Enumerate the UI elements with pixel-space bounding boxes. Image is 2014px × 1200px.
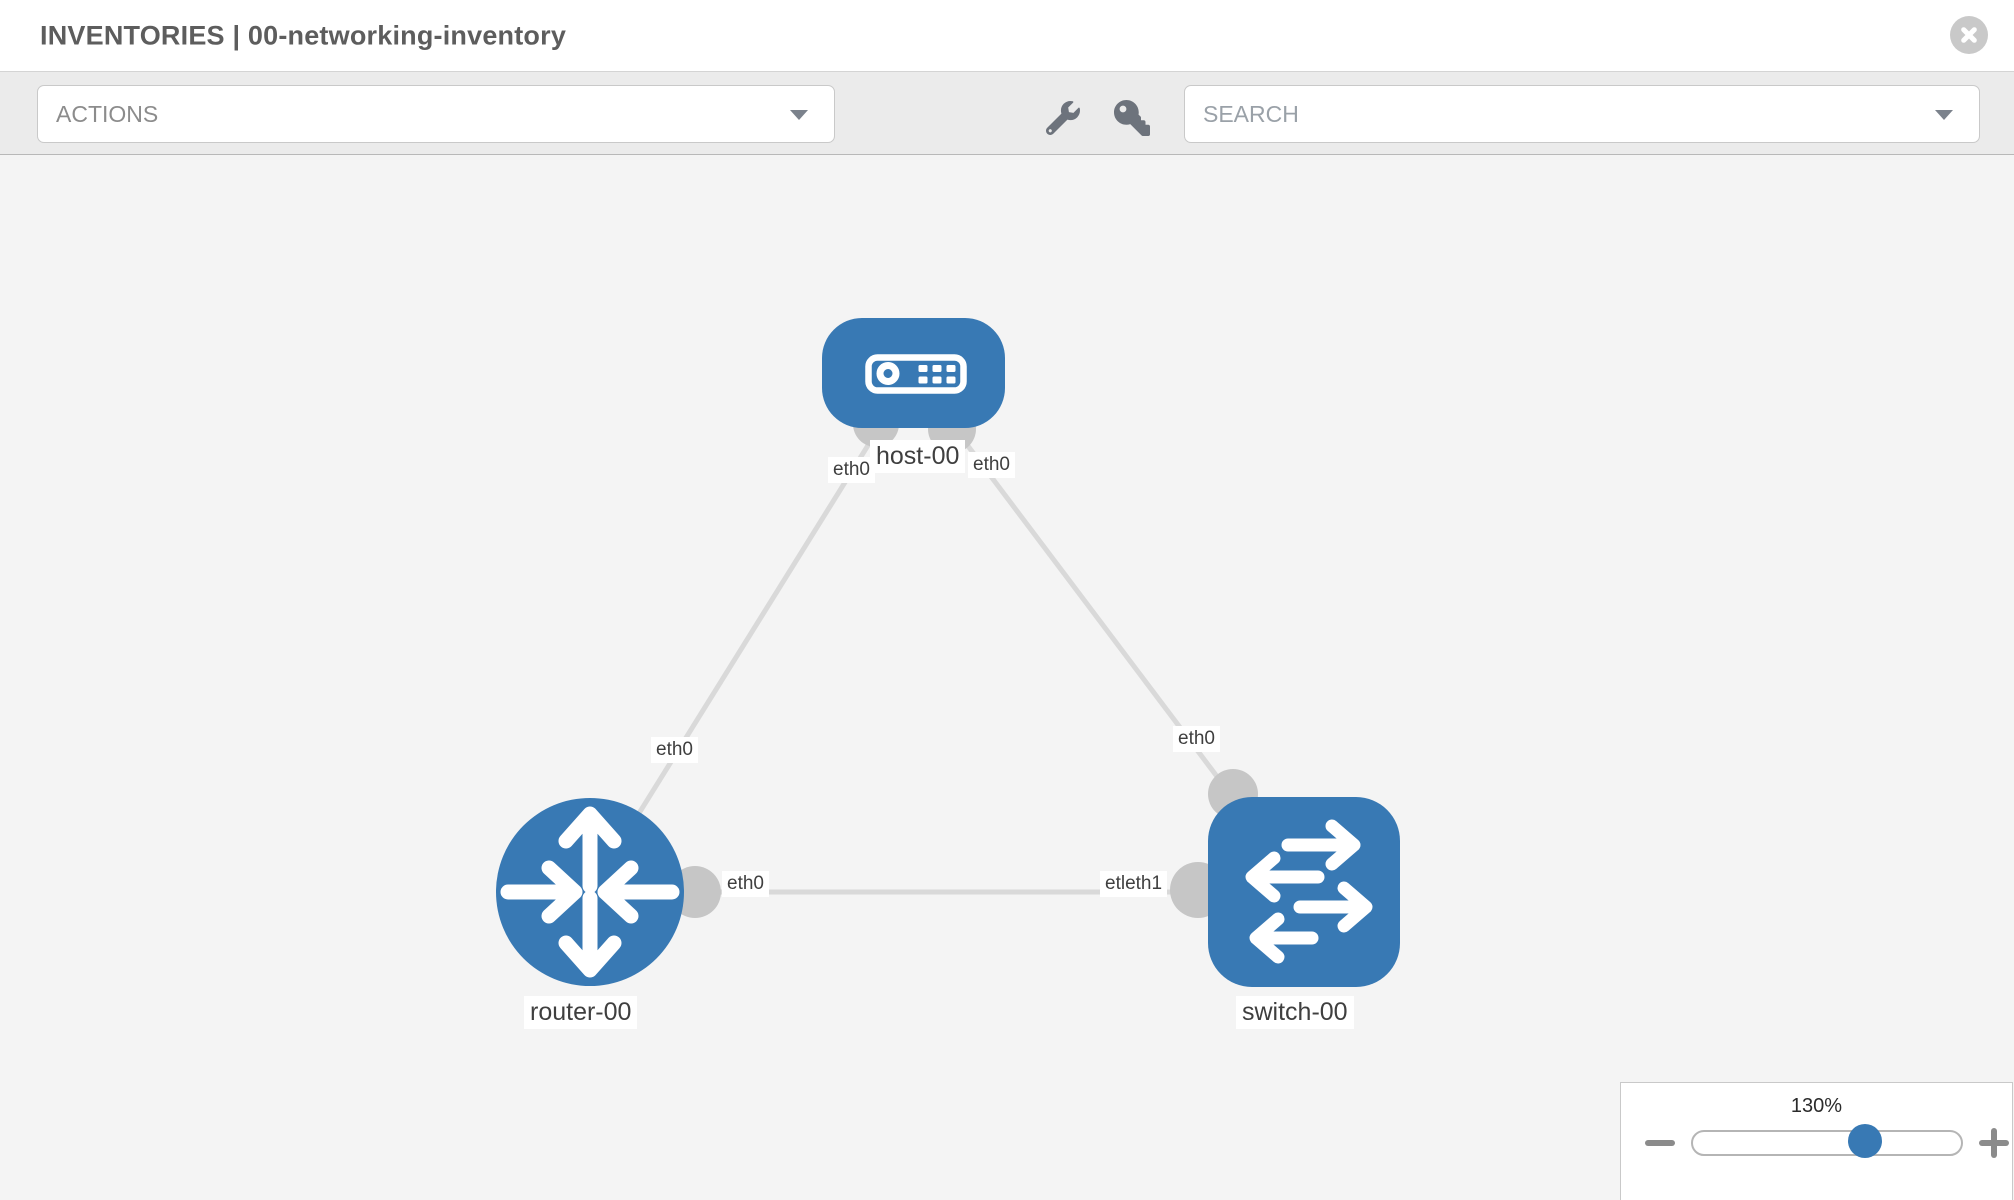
zoom-slider[interactable] [1691,1124,1963,1158]
wrench-icon[interactable] [1046,101,1080,135]
page-title: INVENTORIES | 00-networking-inventory [40,20,567,50]
zoom-slider-thumb[interactable] [1848,1124,1882,1158]
switch-icon [1245,819,1373,964]
key-icon[interactable] [1114,100,1150,136]
close-icon[interactable] [1950,16,1988,54]
node-label-router: router-00 [524,996,638,1029]
interface-ports [669,401,1258,918]
interface-label: eth0 [651,737,698,763]
interface-label: eth0 [722,871,769,897]
actions-dropdown[interactable]: ACTIONS [37,85,835,143]
zoom-level-value: 130% [1790,1095,1843,1117]
server-icon [865,354,967,394]
minus-icon[interactable] [1645,1140,1675,1146]
chevron-down-icon [1935,110,1953,120]
node-label-host: host-00 [870,440,966,473]
chevron-down-icon [790,110,808,120]
node-label-switch: switch-00 [1236,996,1354,1029]
plus-icon[interactable] [1979,1128,2009,1158]
interface-label: eth0 [1173,726,1220,752]
router-icon [500,806,680,978]
interface-label: eth0 [968,452,1015,478]
topology-graph [496,318,1400,987]
toolbar: ACTIONS SEARCH [0,72,2014,155]
search-dropdown-label: SEARCH [1203,101,1299,127]
node-router[interactable] [496,798,684,986]
zoom-control-panel: 130% [1620,1082,2013,1200]
header: INVENTORIES | 00-networking-inventory [0,0,2014,72]
interface-label: eth0 [828,457,875,483]
node-switch[interactable] [1208,797,1400,987]
topology-canvas[interactable]: host-00 router-00 switch-00 eth0 eth0 et… [0,155,2014,1200]
interface-label: etleth1 [1100,871,1168,897]
node-host[interactable] [822,318,1005,428]
search-dropdown[interactable]: SEARCH [1184,85,1980,143]
actions-dropdown-label: ACTIONS [56,101,159,127]
